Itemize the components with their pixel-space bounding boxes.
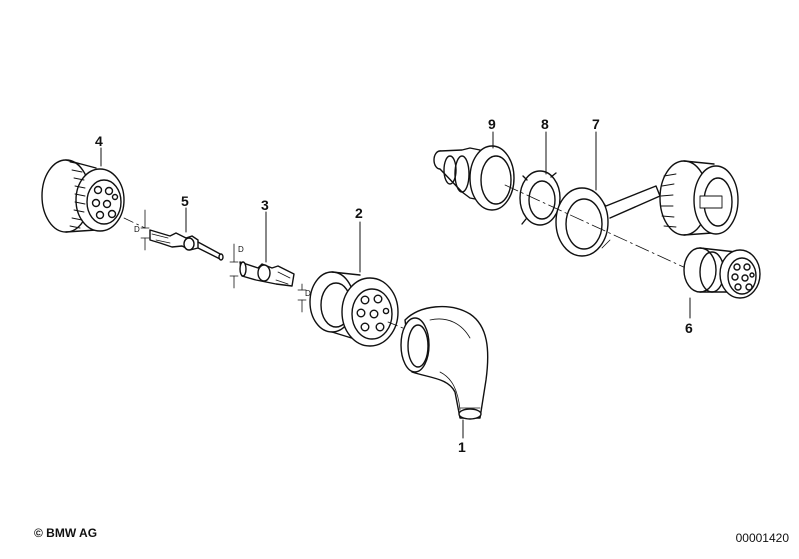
dimension-labels: D D D [134,225,311,298]
callout-3: 3 [261,197,269,213]
callout-2: 2 [355,205,363,221]
part-4-round-connector [41,159,125,233]
part-8-ring-nut [519,170,563,226]
part-5-pin-contact [149,229,224,261]
callout-4: 4 [95,133,103,149]
dimension-marks-3 [229,243,307,313]
leader-lines [100,131,691,439]
coupling-ring [659,160,739,236]
dimension-label-3b: D [305,289,311,298]
dimension-label-3a: D [238,245,244,254]
part-7-bracket [555,185,661,257]
part-2-socket-housing [309,271,399,347]
part-9-grommet [433,145,515,211]
dimension-marks-5 [140,209,150,251]
callout-8: 8 [541,116,549,132]
part-3-socket-contact [239,261,295,287]
callout-5: 5 [181,193,189,209]
part-6-plug-connector [683,247,761,299]
callouts: 1 2 3 4 5 6 7 8 9 [95,116,693,455]
dimension-label-5: D [134,225,140,234]
callout-7: 7 [592,116,600,132]
part-1-angled-boot [400,305,489,420]
diagram-id-label: 00001420 [735,531,789,545]
copyright-label: © BMW AG [34,526,98,540]
callout-9: 9 [488,116,496,132]
callout-1: 1 [458,439,466,455]
callout-6: 6 [685,320,693,336]
